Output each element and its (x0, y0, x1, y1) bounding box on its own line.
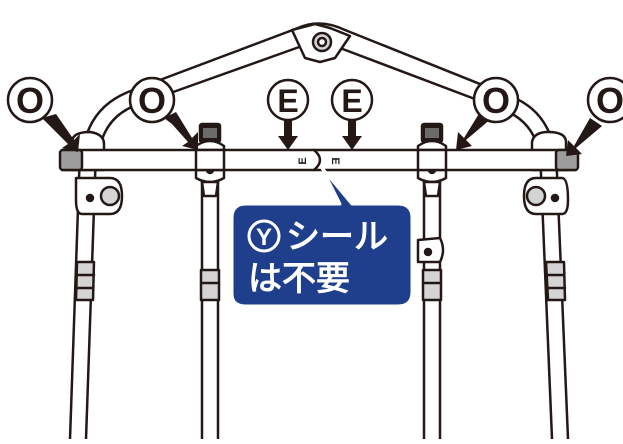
callout-e-1: E (277, 83, 298, 119)
callout-e-2: E (341, 83, 362, 119)
note-text: Y シール は不要 (247, 218, 388, 298)
note-line1: シール (286, 218, 388, 256)
callout-circles (6, 76, 623, 124)
callout-labels: O O E E O O (16, 80, 623, 121)
horizontal-tube (58, 148, 580, 172)
y-symbol: Y (256, 224, 272, 251)
note-bubble (230, 166, 414, 308)
outer-right-leg (522, 130, 570, 441)
tube-marks: E E (297, 157, 341, 164)
outer-left-leg (68, 130, 124, 441)
tube-mark-left: E (297, 157, 309, 164)
tube-mark-right: E (329, 157, 341, 164)
callout-o-3: O (482, 80, 510, 121)
callout-o-4: O (596, 80, 623, 121)
e-arrows (278, 118, 362, 150)
callout-o-2: O (138, 80, 166, 121)
o-arrows (42, 112, 602, 156)
callout-o-1: O (16, 80, 44, 121)
note-line2: は不要 (248, 260, 350, 298)
y-symbol-circle (247, 219, 281, 253)
